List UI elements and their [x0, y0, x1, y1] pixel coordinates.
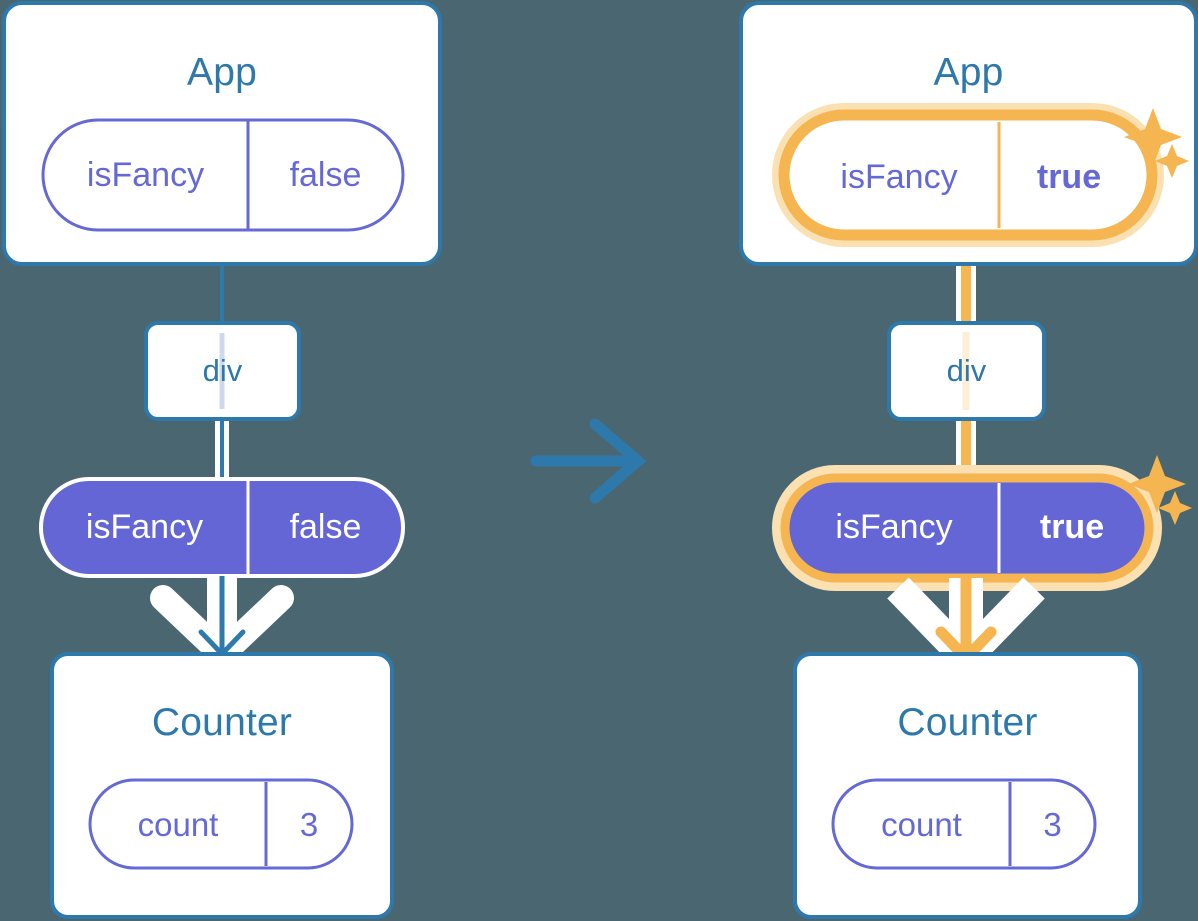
before-div-node: [144, 321, 301, 421]
after-counter-state-pill: [831, 778, 1097, 870]
before-counter-state-pill: [88, 778, 354, 870]
before-app-state-pill: [41, 118, 405, 232]
before-props-pill: [39, 477, 405, 578]
after-props-pill-highlight: [772, 465, 1162, 591]
after-app-state-pill-highlight: [772, 103, 1164, 247]
after-app-sparkle-icon: [1124, 108, 1189, 178]
transition-arrow-right-icon: [530, 418, 647, 504]
after-props-sparkle-icon: [1128, 455, 1192, 525]
after-div-node: [887, 321, 1046, 421]
